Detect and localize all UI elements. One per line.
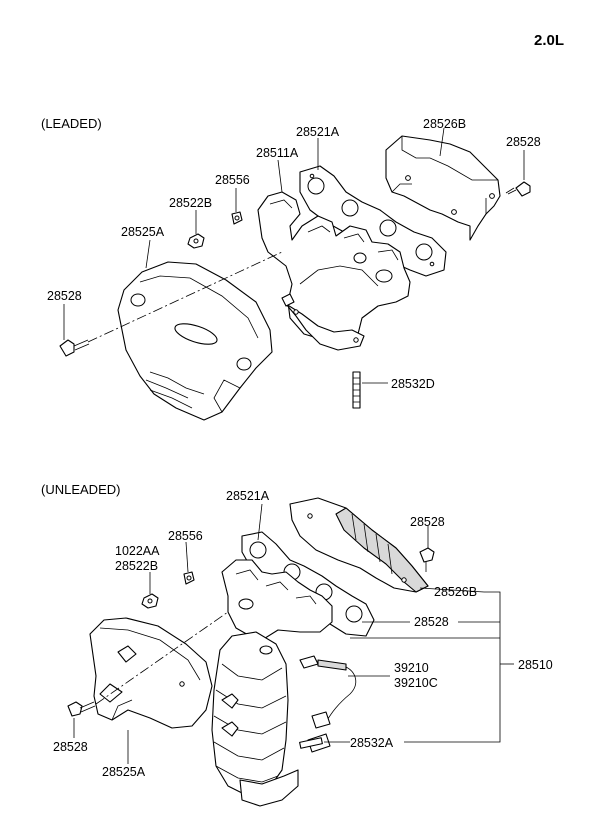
unleaded-stud (299, 737, 323, 749)
section-title-unleaded: (UNLEADED) (41, 482, 120, 497)
label-28526B-leaded: 28526B (423, 117, 466, 131)
label-28532A-unleaded: 28532A (350, 736, 394, 750)
unleaded-assembly (67, 497, 514, 807)
leaded-assembly (59, 127, 531, 421)
engine-size-label: 2.0L (534, 32, 564, 49)
unleaded-bolt-left (67, 701, 96, 717)
unleaded-manifold-catalyst (211, 559, 333, 807)
label-28556-leaded: 28556 (215, 173, 250, 187)
section-title-leaded: (LEADED) (41, 116, 102, 131)
label-28528-unleaded-left: 28528 (53, 740, 88, 754)
label-28521A-unleaded: 28521A (226, 489, 270, 503)
label-28511A-leaded: 28511A (256, 146, 299, 160)
label-28528-leaded-left: 28528 (47, 289, 82, 303)
label-28525A-unleaded: 28525A (102, 765, 146, 779)
leaded-washer-28522B (187, 233, 205, 249)
label-28521A-leaded: 28521A (296, 125, 340, 139)
leaded-heat-protector-lower (117, 261, 273, 421)
label-28510-unleaded: 28510 (518, 658, 553, 672)
unleaded-oxygen-sensor (299, 655, 357, 753)
label-28532D-leaded: 28532D (391, 377, 435, 391)
leaded-exhaust-manifold (257, 191, 411, 351)
unleaded-heat-protector-upper (289, 497, 429, 593)
label-28526B-unleaded: 28526B (434, 585, 477, 599)
unleaded-washer-28522B (141, 593, 159, 609)
label-1022AA-unleaded: 1022AA (115, 544, 160, 558)
leaded-nut-28556 (231, 211, 243, 225)
label-39210-unleaded: 39210 (394, 661, 429, 675)
unleaded-centerline (95, 611, 229, 705)
leaded-bolt-left (59, 339, 90, 357)
leaded-stud (352, 371, 361, 409)
label-28528-leaded-top: 28528 (506, 135, 541, 149)
label-28522B-leaded: 28522B (169, 196, 212, 210)
label-28556-unleaded: 28556 (168, 529, 203, 543)
label-28528-unleaded-top: 28528 (410, 515, 445, 529)
unleaded-heat-protector-lower (89, 617, 213, 729)
leaded-bolt-top (505, 181, 531, 197)
label-28525A-leaded: 28525A (121, 225, 165, 239)
label-28522B-unleaded: 28522B (115, 559, 158, 573)
leaded-manifold-gasket (299, 165, 447, 277)
unleaded-bolt-top (419, 547, 435, 572)
leaded-heat-protector-upper (385, 135, 501, 241)
label-28528-unleaded-mid: 28528 (414, 615, 449, 629)
unleaded-nut-28556 (183, 571, 195, 585)
label-39210C-unleaded: 39210C (394, 676, 438, 690)
